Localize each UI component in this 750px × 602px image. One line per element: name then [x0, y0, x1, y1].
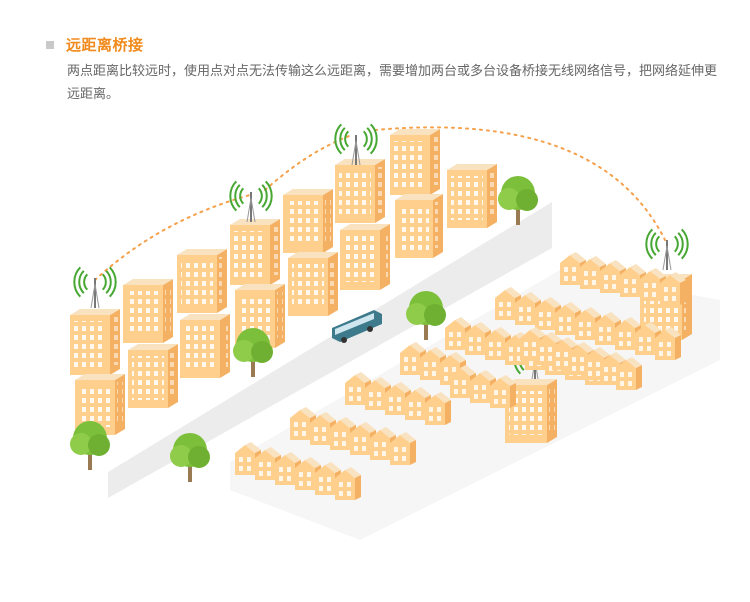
section-title: 远距离桥接	[66, 36, 144, 54]
bullet-icon	[46, 40, 54, 49]
link-3	[374, 126, 666, 241]
house-icon	[616, 357, 642, 390]
wireless-tower-icon	[334, 123, 378, 166]
house-icon	[660, 272, 686, 305]
link-2	[264, 134, 353, 191]
tree-icon	[498, 176, 538, 225]
wireless-tower-icon	[229, 180, 273, 223]
house-icon	[655, 327, 681, 360]
building-icon	[128, 344, 178, 408]
building-icon	[390, 129, 440, 195]
tree-icon	[70, 421, 110, 470]
house-icon	[425, 392, 451, 425]
building-icon	[283, 189, 333, 253]
building-icon	[505, 379, 557, 443]
house-icon	[520, 327, 546, 360]
building-icon	[70, 309, 120, 375]
bus-icon	[332, 310, 382, 343]
house-icon	[490, 375, 516, 408]
wireless-tower-icon	[645, 228, 689, 271]
building-icon	[288, 252, 338, 316]
section-heading: 远距离桥接	[46, 34, 144, 55]
building-icon	[335, 159, 385, 223]
tree-icon	[406, 291, 446, 340]
house-icon	[390, 432, 416, 465]
building-icon	[340, 224, 390, 290]
house-icon	[620, 264, 646, 297]
section-description: 两点距离比较远时，使用点对点无法传输这么远距离，需要增加两台或多台设备桥接无线网…	[67, 64, 718, 102]
house-icon	[290, 407, 316, 440]
house-icon	[335, 467, 361, 500]
building-icon	[230, 219, 280, 285]
wireless-tower-icon	[73, 266, 117, 309]
link-1	[94, 194, 251, 281]
building-icon	[447, 164, 497, 228]
wireless-links	[94, 126, 666, 281]
building-icon	[395, 194, 443, 258]
building-icon	[123, 279, 173, 343]
building-icon	[180, 314, 230, 378]
tree-icon	[233, 328, 273, 377]
building-icon	[177, 249, 227, 313]
tree-icon	[170, 433, 210, 482]
road	[108, 202, 552, 498]
house-icon	[495, 287, 521, 320]
